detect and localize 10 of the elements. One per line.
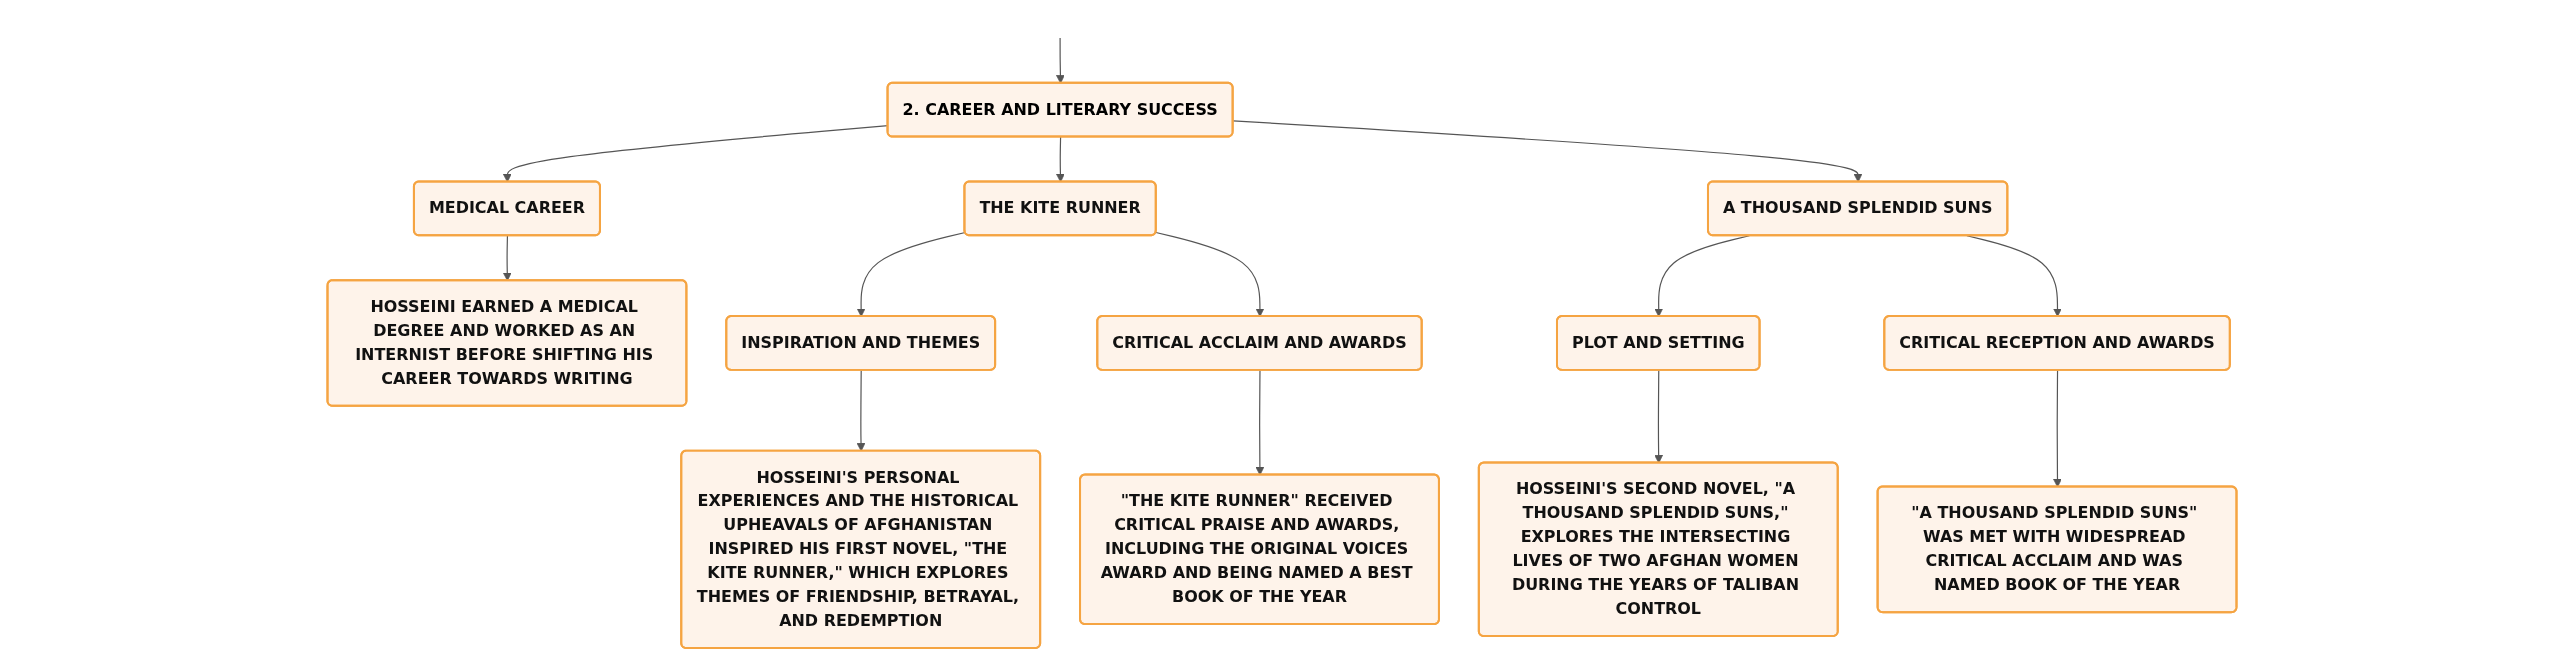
arrow: [856, 369, 866, 452]
arrow: [2053, 369, 2062, 488]
arrow: [502, 235, 512, 282]
arrow: [1255, 369, 1265, 476]
arrow: [1232, 120, 1863, 183]
arrow: [1056, 37, 1065, 84]
arrow: [1155, 231, 1265, 317]
arrow: [1654, 369, 1664, 464]
arrow: [856, 231, 966, 317]
arrow: [1056, 136, 1065, 183]
